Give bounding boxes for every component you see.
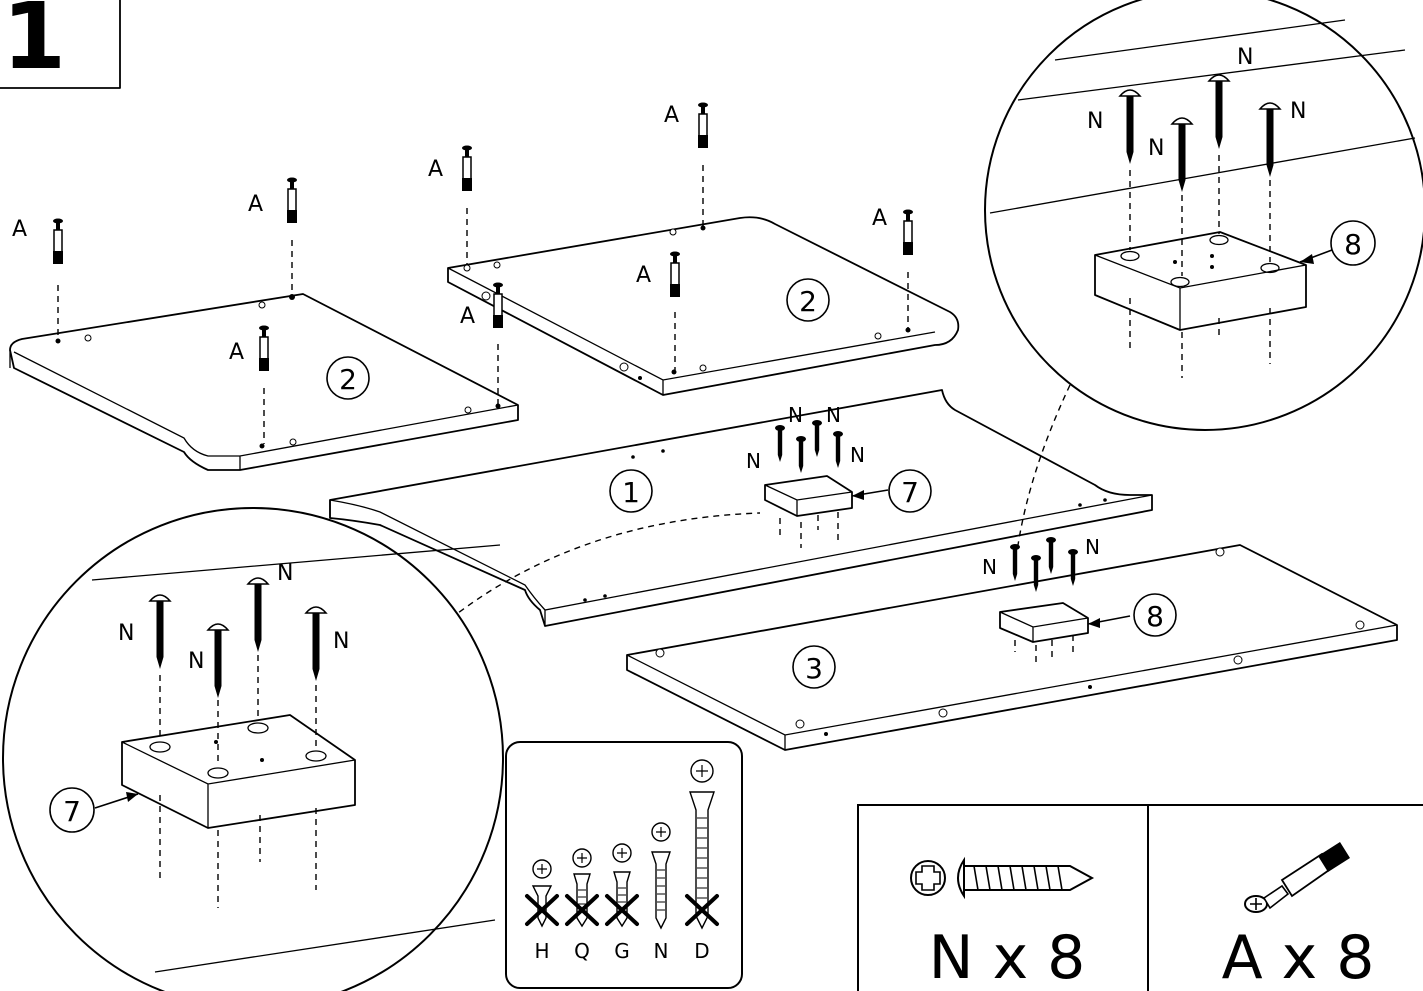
screw-type-n: N: [654, 939, 669, 963]
part-label-1: 1: [622, 476, 640, 509]
zoom-detail-block-7: N N N N 7: [2, 507, 504, 991]
screw-label: N: [1290, 99, 1306, 124]
screw-label: N: [1085, 535, 1100, 559]
quantity-a: A x 8: [1222, 923, 1375, 991]
part-label-7-zoom: 7: [63, 795, 81, 828]
screw-label: N: [850, 443, 865, 467]
step-number-box: 1: [0, 0, 121, 90]
cross-mark: [685, 894, 719, 926]
part-label-8-small: 8: [1146, 600, 1164, 633]
part-label-2-right: 2: [799, 285, 817, 318]
side-panel-left: 2 A A A: [9, 176, 519, 471]
part-label-3: 3: [805, 652, 823, 685]
part-label-circle: [1330, 220, 1376, 266]
screw-label: N: [188, 649, 204, 674]
screw-type-g: G: [614, 939, 630, 963]
cam-bolt-label: A: [664, 103, 679, 128]
hardware-quantity-table: N x 8 A x 8: [857, 804, 1423, 991]
cam-bolt-icon: [1244, 842, 1350, 913]
zoom-detail-block-8: N N N N 8: [984, 0, 1423, 431]
cam-bolt-label: A: [248, 192, 263, 217]
part-label-8-zoom: 8: [1344, 228, 1362, 261]
cam-bolt-label: A: [460, 304, 475, 329]
screw-label: N: [788, 403, 803, 427]
screw-label: N: [982, 555, 997, 579]
cross-mark: [525, 894, 559, 926]
phillips-screw-icon: [910, 856, 1095, 900]
screw-type-h: H: [534, 939, 549, 963]
step-number: 1: [2, 0, 66, 90]
cam-bolt-label: A: [636, 263, 651, 288]
part-label-circle: [49, 787, 95, 833]
part-label-7-small: 7: [901, 476, 919, 509]
screw-size-chart: H Q G N D: [505, 741, 743, 989]
part-label-circle: [609, 469, 653, 513]
side-panel-right: 2 A A A A A: [428, 101, 960, 404]
part-label-circle: [792, 645, 836, 689]
screw-label: N: [333, 629, 349, 654]
screw-type-q: Q: [574, 939, 590, 963]
quantity-n: N x 8: [929, 923, 1086, 991]
mounting-block-8-small: N N 8: [982, 535, 1177, 662]
screw-label: N: [277, 561, 293, 586]
screw-label: N: [118, 621, 134, 646]
cam-bolt-label: A: [428, 157, 443, 182]
part-label-circle: [786, 278, 830, 322]
screw-label: N: [1237, 45, 1253, 70]
screw-type-d: D: [694, 939, 709, 963]
part-label-circle: [888, 469, 932, 513]
part-label-circle: [1133, 593, 1177, 637]
screw-label: N: [1087, 109, 1103, 134]
top-panel: 1: [329, 389, 1153, 627]
mounting-block-7-small: N N N N 7: [746, 403, 932, 548]
screw-label: N: [1148, 136, 1164, 161]
screw-label: N: [826, 403, 841, 427]
bottom-panel: 3: [626, 544, 1398, 751]
screw-label: N: [746, 449, 761, 473]
part-label-circle: [326, 356, 370, 400]
part-label-2-left: 2: [339, 363, 357, 396]
cross-mark: [605, 894, 639, 926]
cam-bolt-label: A: [229, 340, 244, 365]
cam-bolt-label: A: [12, 217, 27, 242]
cross-mark: [565, 894, 599, 926]
cam-bolt-label: A: [872, 206, 887, 231]
